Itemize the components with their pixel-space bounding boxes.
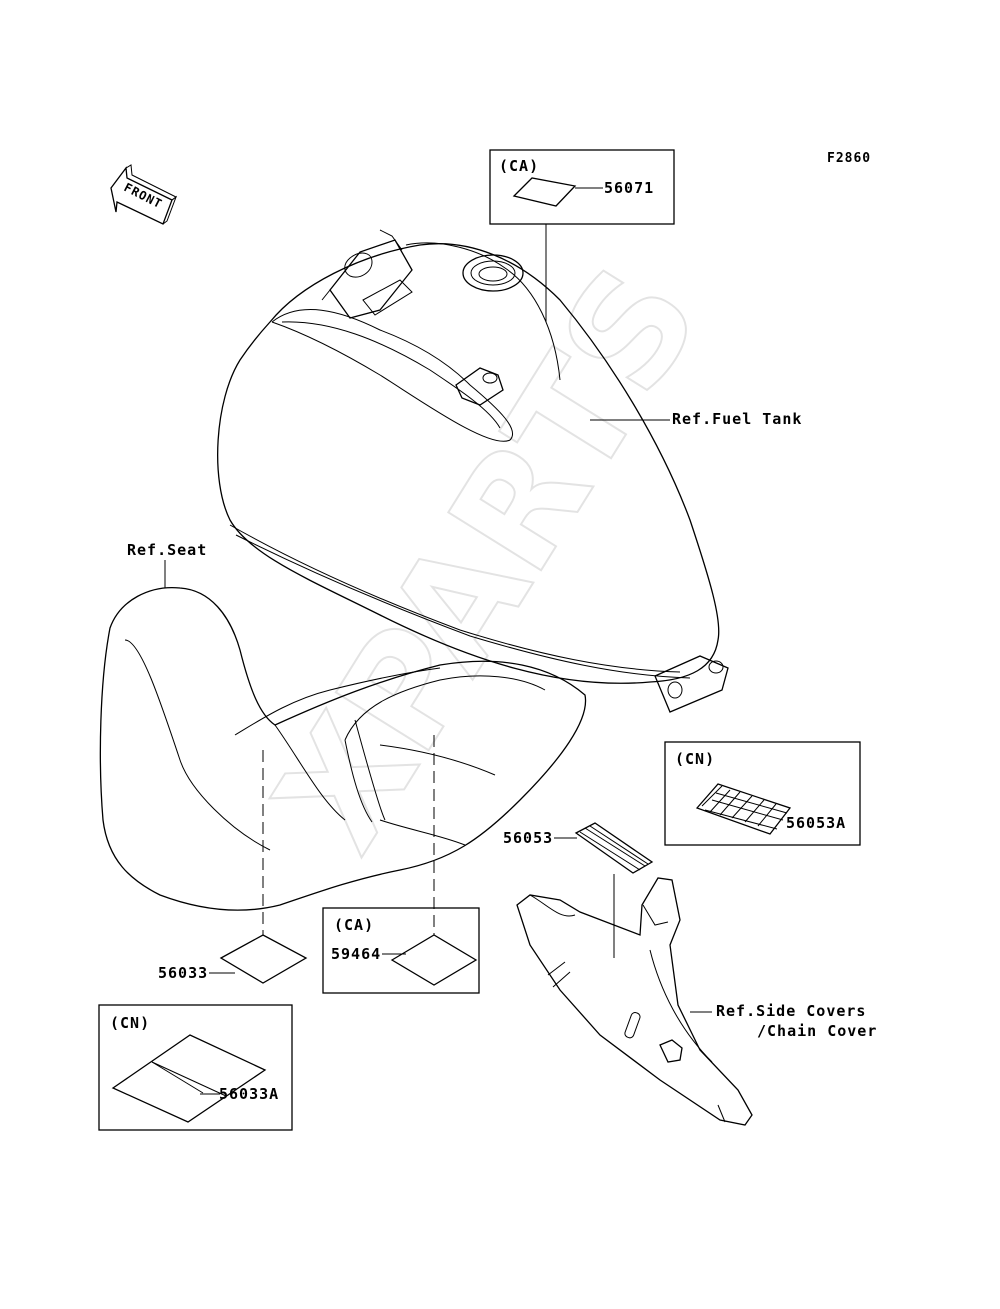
part-56071: 56071 (604, 179, 654, 197)
part-56053A: 56053A (786, 814, 846, 832)
label-56053: 56053 (503, 822, 654, 958)
label-56053A-shape (695, 783, 792, 835)
ref-fuel-tank: Ref.Fuel Tank (672, 410, 802, 428)
seat (99, 586, 587, 911)
box-cn-right: (CN) 56053A (664, 741, 861, 846)
label-56033: 56033 (158, 934, 308, 984)
watermark: XPARTS (243, 238, 733, 879)
box-ca-bottom-label: (CA) (334, 916, 374, 934)
box-cn-left: (CN) 56033A (98, 1004, 293, 1131)
box-cn-right-label: (CN) (675, 750, 715, 768)
part-56033A: 56033A (219, 1085, 279, 1103)
label-56033A-shape (111, 1034, 267, 1123)
label-59464-shape (390, 934, 478, 986)
figure-code: F2860 (827, 151, 871, 166)
side-cover (516, 877, 753, 1126)
part-56033: 56033 (158, 964, 208, 982)
ref-seat: Ref.Seat (127, 541, 207, 559)
part-56053: 56053 (503, 829, 553, 847)
ref-side-covers: Ref.Side Covers (716, 1002, 866, 1020)
front-arrow-icon: FRONT (110, 164, 178, 225)
box-ca-top-label: (CA) (499, 157, 539, 175)
label-56071-shape (512, 177, 577, 207)
fuel-tank (217, 229, 729, 713)
box-cn-left-label: (CN) (110, 1014, 150, 1032)
box-ca-bottom: (CA) 59464 (322, 907, 480, 994)
ref-chain-cover: /Chain Cover (757, 1022, 877, 1040)
box-ca-top: (CA) 56071 (489, 149, 675, 322)
part-59464: 59464 (331, 945, 381, 963)
